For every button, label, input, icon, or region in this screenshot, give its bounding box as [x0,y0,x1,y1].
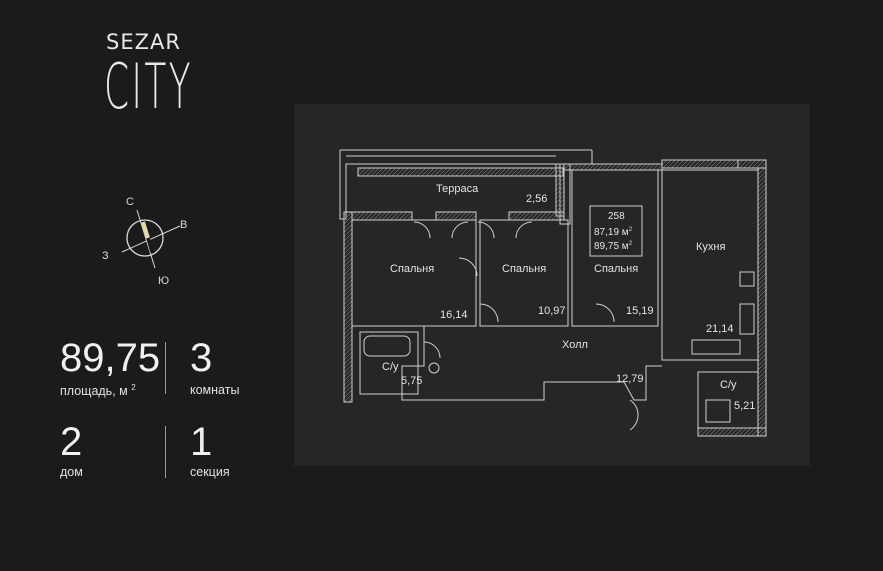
apartment-number: 258 [608,211,625,222]
divider-vertical [165,426,166,478]
brand-name-top: SEZAR [106,30,181,54]
area-label: площадь, м 2 [60,383,136,398]
rooms-label: комнаты [190,383,240,397]
room-bedroom3-area: 15,19 [626,305,654,317]
area-label-text: площадь, м [60,384,128,399]
room-bedroom3: Спальня [594,263,638,275]
room-bath1: С/у [382,361,399,373]
compass-south: Ю [158,275,169,287]
area-value: 89,75 [60,336,161,380]
rooms-value: 3 [190,336,213,380]
total-area-value: 89,75 м [594,241,629,252]
room-hall: Холл [562,339,588,351]
apartment-info-box [589,205,643,257]
house-value: 2 [60,420,83,464]
compass-east: В [180,219,187,231]
room-terrace: Терраса [436,183,479,195]
room-bath1-area: 5,75 [401,375,422,387]
room-bath2: С/у [720,379,737,391]
room-kitchen: Кухня [696,241,725,253]
compass-rose: С В Ю З [102,196,187,287]
room-bedroom1: Спальня [390,263,434,275]
living-area-sup: 2 [629,227,633,233]
living-area: 87,19 м2 [594,227,633,238]
room-bedroom1-area: 16,14 [440,309,468,321]
room-terrace-area: 2,56 [526,193,547,205]
floor-plan: Терраса 2,56 258 87,19 м2 89,75 м2 Спаль… [339,149,767,437]
living-area-value: 87,19 м [594,227,629,238]
area-label-sup: 2 [131,383,136,392]
room-bedroom2-area: 10,97 [538,305,566,317]
room-hall-area: 12,79 [616,373,644,385]
room-bath2-area: 5,21 [734,400,755,412]
section-value: 1 [190,420,213,464]
brand-name-bottom: CITY [104,50,193,123]
total-area: 89,75 м2 [594,241,633,252]
compass-north: С [126,196,134,208]
divider-vertical [165,342,166,394]
total-area-sup: 2 [629,241,633,247]
room-bedroom2: Спальня [502,263,546,275]
house-label: дом [60,465,83,479]
compass-west: З [102,250,109,262]
room-kitchen-area: 21,14 [706,323,734,335]
section-label: секция [190,465,230,479]
